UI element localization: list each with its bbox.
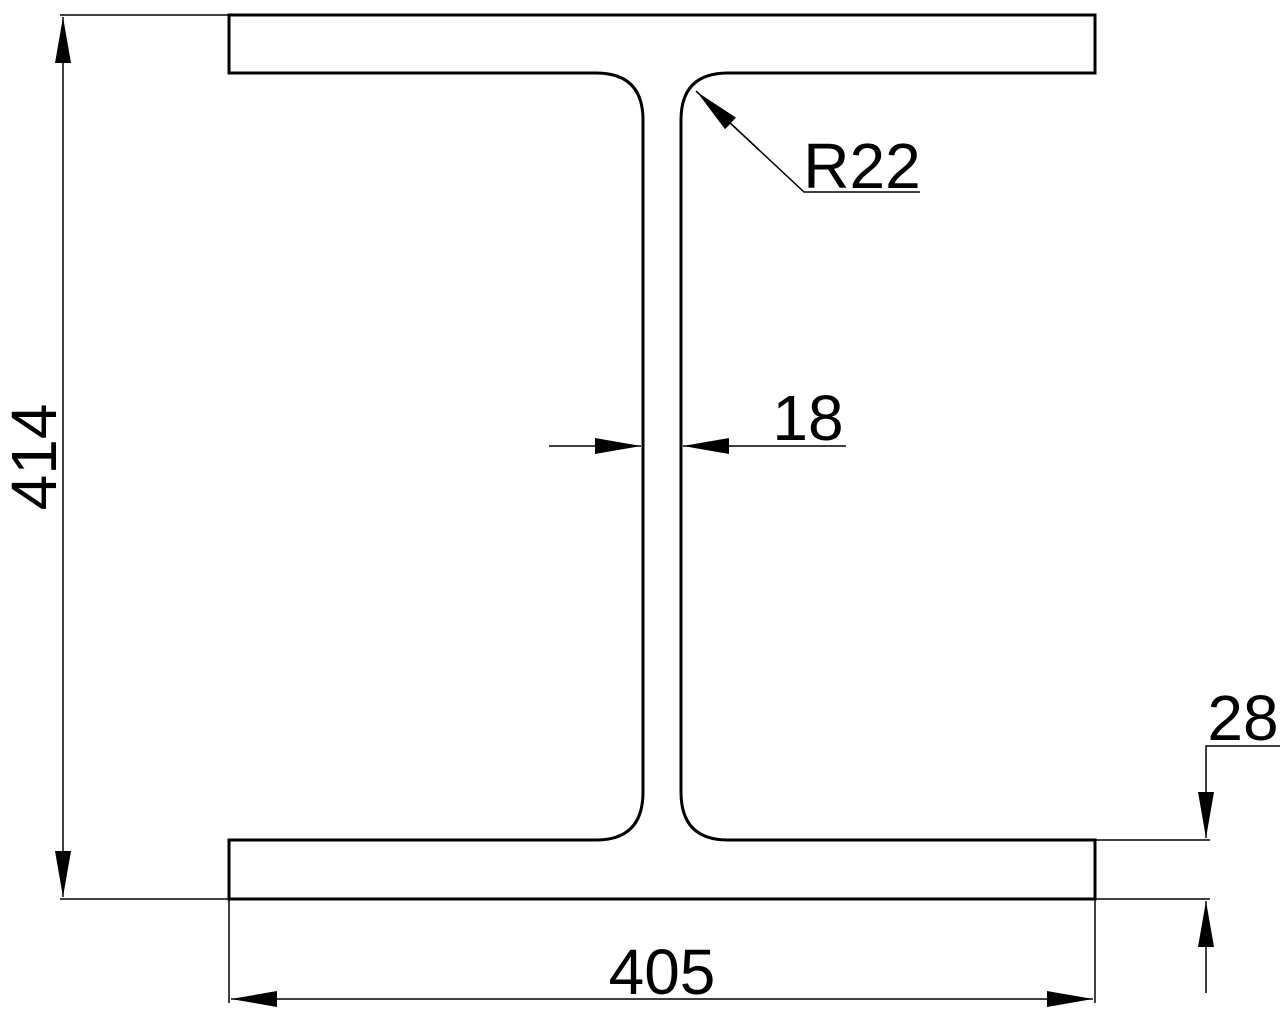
flange-thickness-dimension: 28	[1095, 682, 1280, 993]
width-dimension: 405	[228, 899, 1096, 1008]
height-label: 414	[0, 404, 70, 511]
width-label: 405	[609, 936, 716, 1008]
web-thickness-dimension: 18	[549, 382, 846, 454]
fillet-radius-dimension: R22	[695, 90, 921, 202]
web-thickness-label: 18	[772, 382, 843, 454]
height-dimension: 414	[0, 14, 229, 900]
ibeam-outline	[227, 13, 1097, 901]
fillet-radius-label: R22	[803, 130, 920, 202]
flange-thickness-label: 28	[1207, 682, 1278, 754]
